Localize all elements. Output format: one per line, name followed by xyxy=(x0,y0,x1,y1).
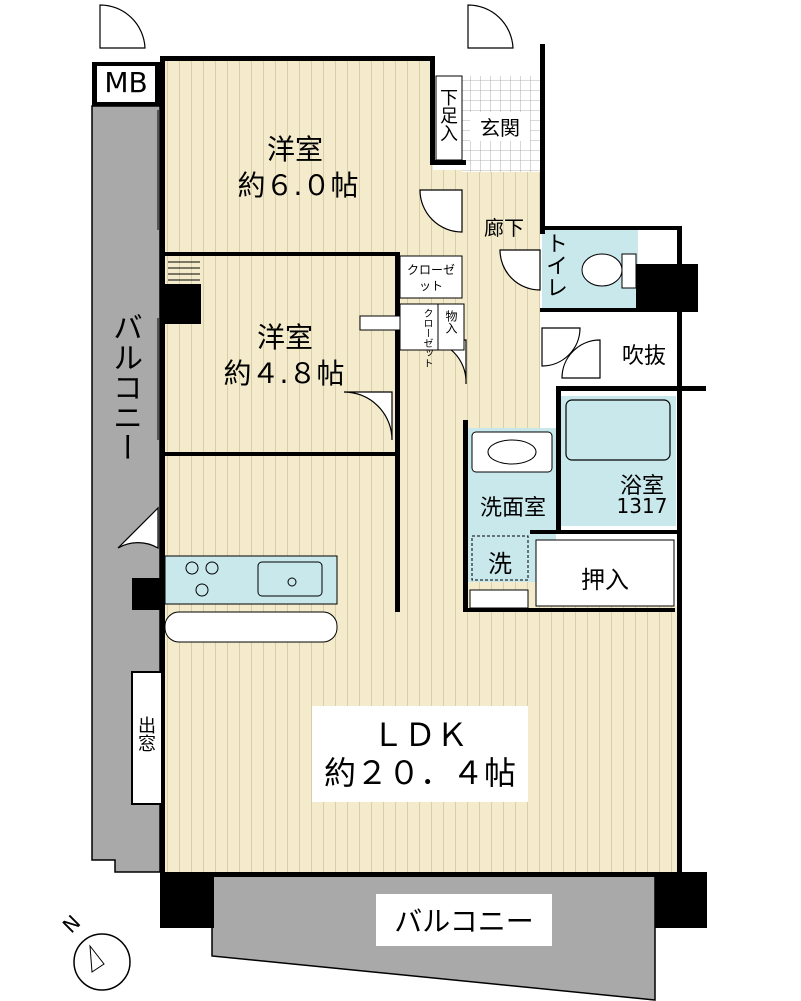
balcony-west-label: バルコニー xyxy=(107,312,142,462)
bay-window-frame xyxy=(131,671,163,805)
ldk-name: ＬＤＫ xyxy=(312,706,528,756)
western-room-2-floor xyxy=(165,256,395,452)
western-room-1-name: 洋室 xyxy=(266,133,323,166)
closet-2-label: クローゼット xyxy=(421,308,432,368)
compass: N xyxy=(58,910,140,992)
western-room-2-size: 約４.８帖 xyxy=(223,357,345,390)
closet-1-label: クローゼット xyxy=(406,263,455,293)
western-room-1-floor xyxy=(165,60,433,252)
kitchen-counter xyxy=(164,555,338,605)
toilet-label: トイレ xyxy=(542,232,567,298)
atrium-label: 吹抜 xyxy=(621,344,666,369)
corridor-label: 廊下 xyxy=(484,216,524,240)
oshiire-label: 押入 xyxy=(581,566,629,594)
meter-box-label: MB xyxy=(104,66,148,99)
shoe-storage-label: 下足入 xyxy=(437,88,458,142)
north-arrow-icon xyxy=(73,933,131,991)
kitchen-bar xyxy=(164,611,338,643)
bath-name: 浴室 xyxy=(619,474,664,499)
storage-label: 物入 xyxy=(444,310,458,334)
ldk-size: 約２０．４帖 xyxy=(312,748,528,802)
entrance-label: 玄関 xyxy=(470,112,530,141)
washroom-label: 洗面室 xyxy=(479,496,546,521)
balcony-south-label: バルコニー xyxy=(376,894,552,946)
bath-size: 1317 xyxy=(616,494,668,518)
western-room-2-name: 洋室 xyxy=(256,321,313,354)
western-room-1-size: 約６.０帖 xyxy=(237,169,359,202)
laundry-label: 洗 xyxy=(488,550,512,578)
bay-window-label: 出窓 xyxy=(135,716,156,752)
